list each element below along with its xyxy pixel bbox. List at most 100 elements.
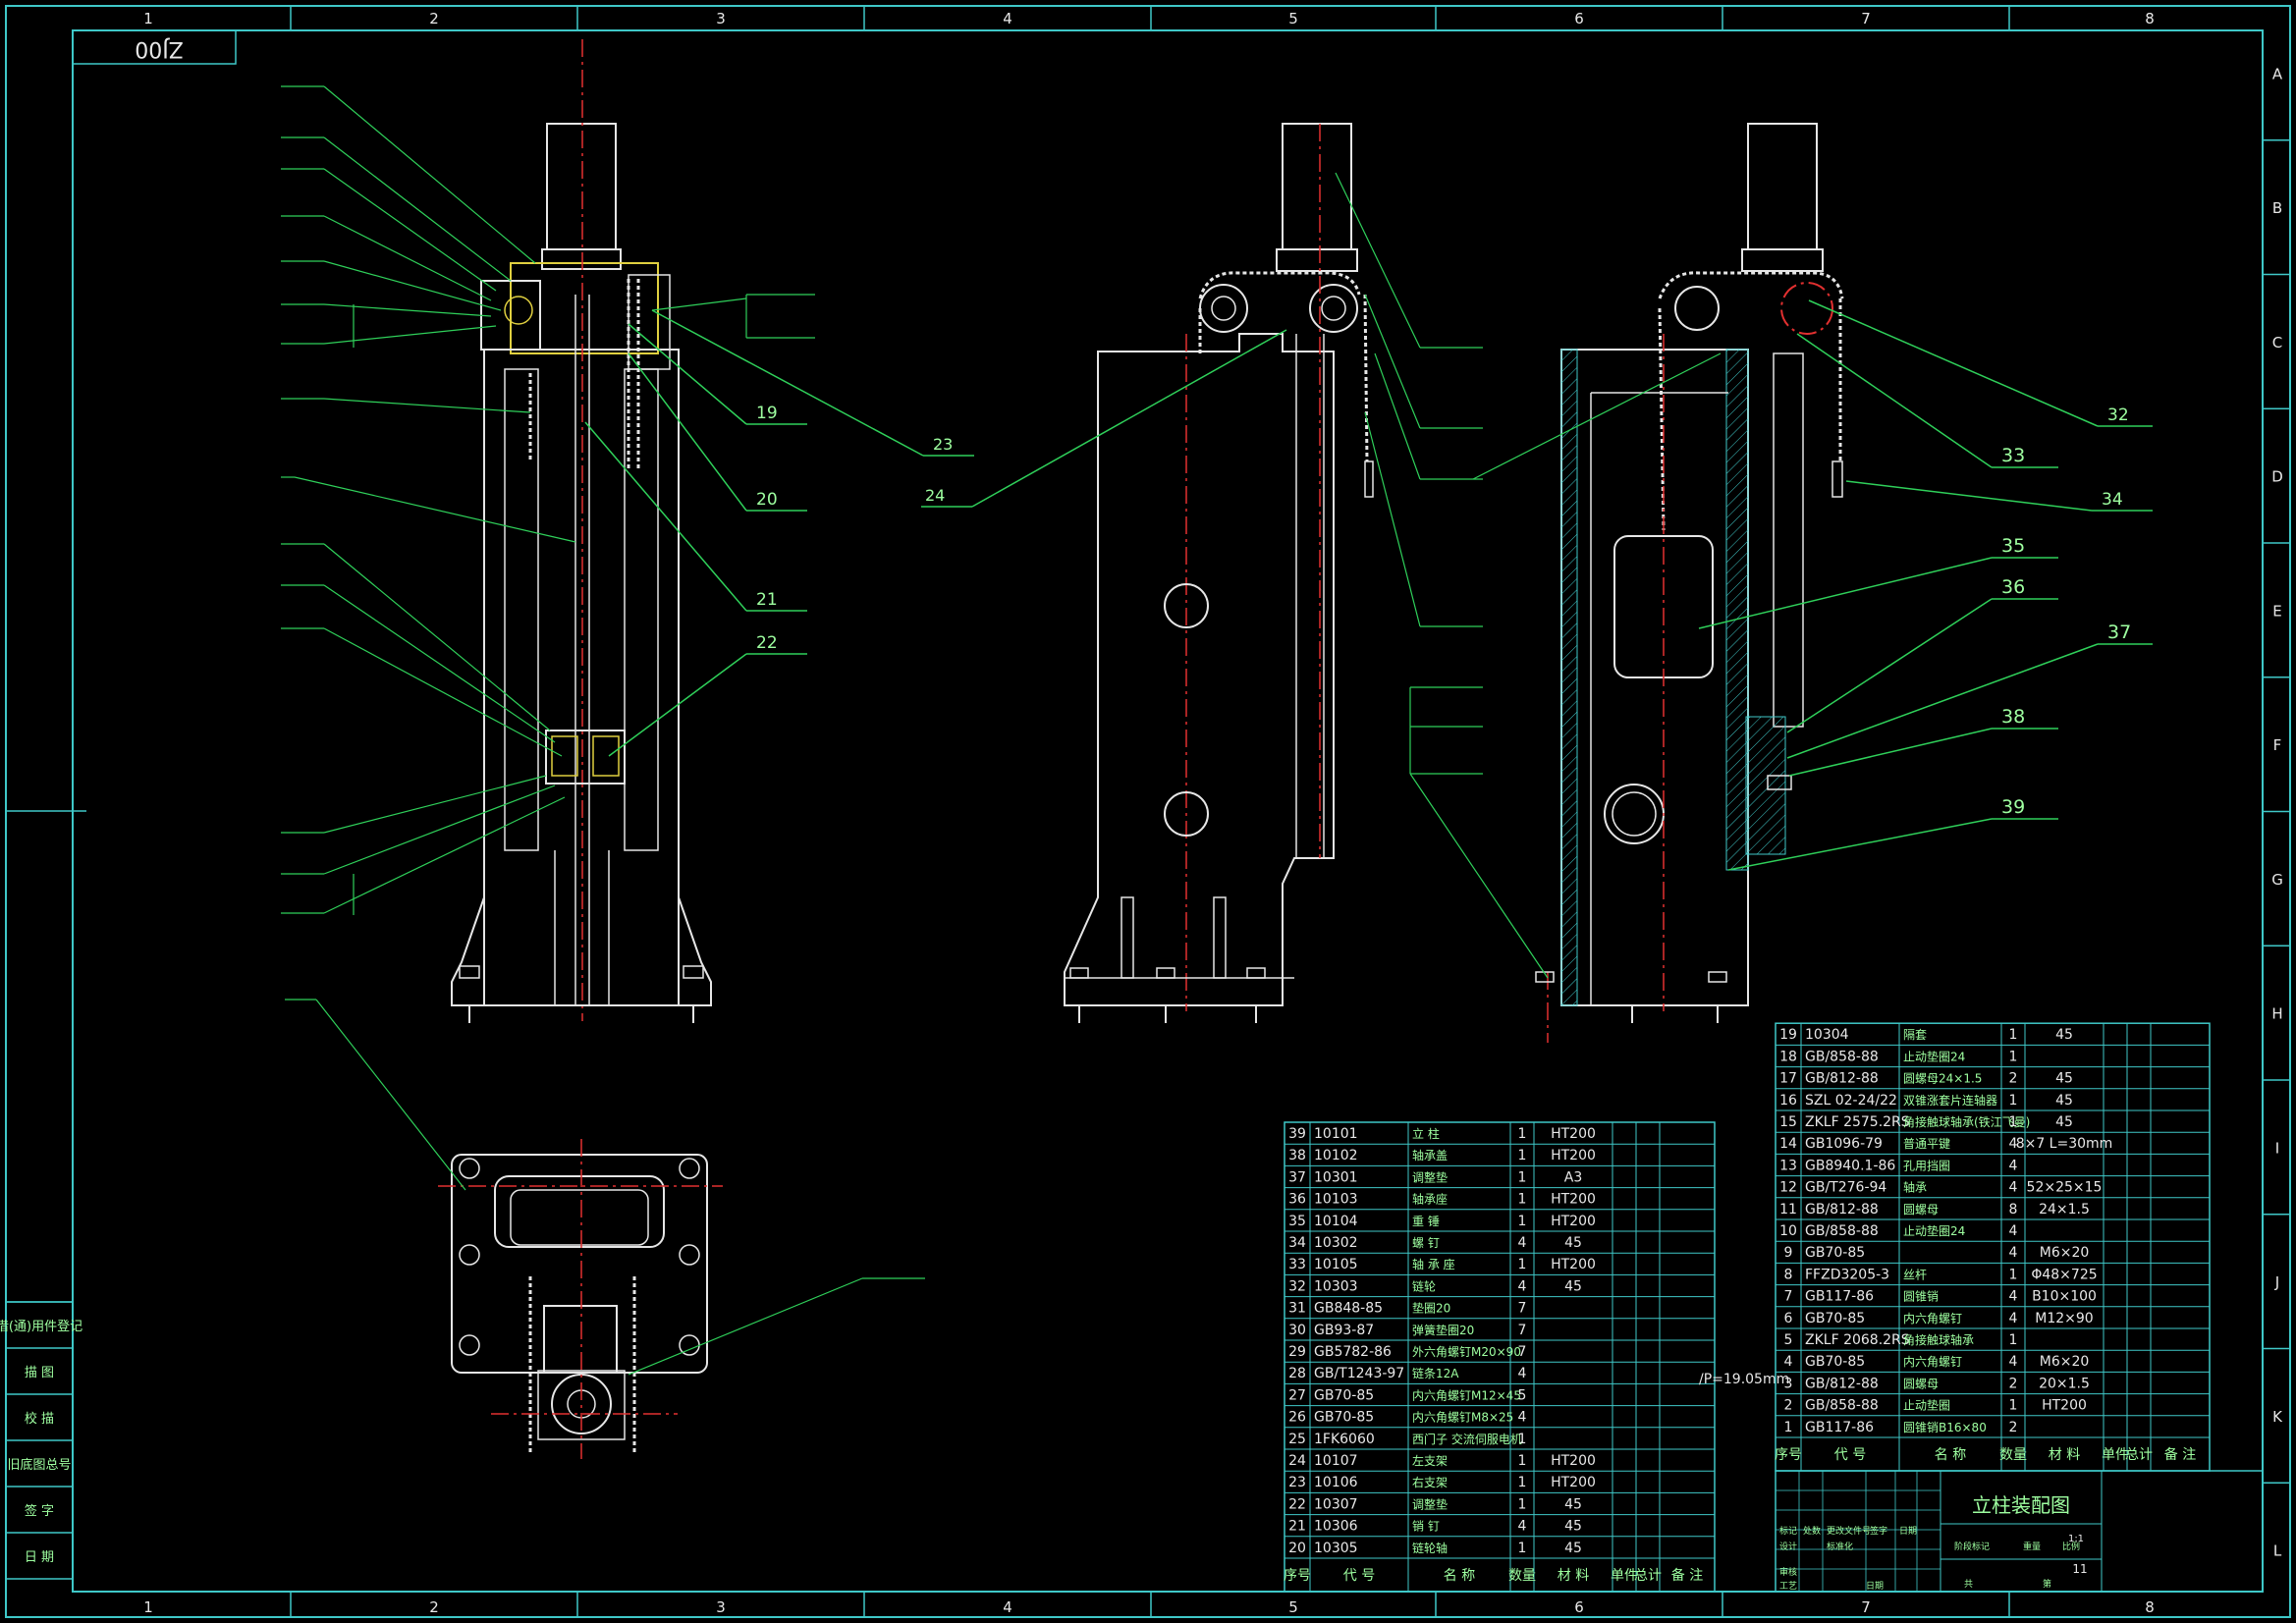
bom-left-cell: GB93-87 [1314, 1323, 1374, 1338]
bom-left-cell: 调整垫 [1412, 1496, 1448, 1511]
bom-left-cell: 10307 [1314, 1496, 1358, 1512]
bom-left-cell: 10105 [1314, 1257, 1358, 1272]
bom-right-cell: 1 [2009, 1398, 2018, 1414]
bom-left-cell: 27 [1288, 1387, 1306, 1403]
bom-left-cell: 10101 [1314, 1126, 1358, 1142]
bom-right-cell: 1 [2009, 1114, 2018, 1130]
bom-right-header: 总计 [2125, 1447, 2153, 1463]
bom-right-header: 单件 [2102, 1447, 2129, 1463]
bom-left-cell: 34 [1288, 1235, 1306, 1251]
bom-left-cell: 1 [1518, 1214, 1527, 1229]
bom-right-cell: 止动垫圈24 [1903, 1049, 1965, 1063]
bom-left-cell: 29 [1288, 1344, 1306, 1360]
balloon-32: 32 [2107, 406, 2129, 425]
bom-left-cell: 链轮 [1412, 1278, 1436, 1293]
bom-left-cell: 链条12A [1412, 1366, 1459, 1380]
bom-right-cell: 4 [2009, 1158, 2018, 1173]
bom-right-cell: 普通平键 [1903, 1137, 1950, 1151]
bom-left-cell: 1 [1518, 1541, 1527, 1556]
title-block-label: 标准化 [1827, 1541, 1853, 1552]
zone-row-label: A [2272, 65, 2283, 82]
bom-left-cell: 1 [1518, 1496, 1527, 1512]
signature-strip-label: 借(通)用件登记 [0, 1320, 82, 1334]
bom-left-cell: 10107 [1314, 1453, 1358, 1469]
bom-left-header: 代 号 [1343, 1568, 1375, 1584]
title-block-label: 重量 [2023, 1541, 2041, 1552]
bom-left-cell: 24 [1288, 1453, 1306, 1469]
balloon-20: 20 [756, 490, 778, 510]
drawing-code: ZJ00 [135, 36, 184, 61]
title-block-label: 设计 [1779, 1541, 1797, 1552]
bom-right-cell: 4 [2009, 1245, 2018, 1261]
bom-left-cell: 37 [1288, 1169, 1306, 1185]
bom-right-cell: 45 [2055, 1114, 2073, 1130]
bom-left-cell: 轴承盖 [1412, 1148, 1448, 1163]
bom-left-cell: 左支架 [1412, 1453, 1448, 1468]
bom-right-cell: 隔套 [1903, 1028, 1927, 1042]
bom-left-cell: 10301 [1314, 1169, 1358, 1185]
front-section-view [451, 39, 712, 1023]
bom-left-cell: 26 [1288, 1410, 1306, 1426]
bom-left-header: 单件 [1611, 1568, 1638, 1584]
bom-left-cell: 21 [1288, 1519, 1306, 1535]
zone-row-label: E [2272, 602, 2281, 620]
bom-right-cell: HT200 [2042, 1398, 2087, 1414]
side-section-view [1535, 123, 1844, 1043]
bom-left-cell: 1 [1518, 1475, 1527, 1490]
bom-left-cell: 31 [1288, 1301, 1306, 1317]
zone-column-label: 7 [1861, 1598, 1871, 1616]
bom-right-cell: 内六角螺钉 [1903, 1355, 1962, 1369]
bom-left-cell: 立 柱 [1412, 1126, 1440, 1141]
bom-left-cell: 链轮轴 [1412, 1541, 1448, 1555]
bom-right-cell: 4 [1784, 1354, 1793, 1370]
bom-right-cell: GB/858-88 [1805, 1398, 1879, 1414]
signature-strip-label: 校 描 [25, 1411, 54, 1427]
bom-left-cell: 39 [1288, 1126, 1306, 1142]
zone-row-label: L [2273, 1542, 2282, 1560]
bom-left-cell: 1 [1518, 1192, 1527, 1208]
bom-left-cell: 10104 [1314, 1214, 1358, 1229]
zone-column-label: 1 [143, 10, 153, 27]
title-block-label: 处数 [1803, 1525, 1821, 1537]
zone-column-label: 3 [716, 10, 726, 27]
bom-right-cell: 3 [1784, 1376, 1793, 1391]
bom-left-cell: 10103 [1314, 1192, 1358, 1208]
balloon-39: 39 [2001, 796, 2025, 818]
bom-right-cell: GB1096-79 [1805, 1136, 1883, 1152]
bom-right-cell: 24×1.5 [2039, 1202, 2090, 1217]
zone-row-label: H [2271, 1005, 2282, 1023]
bom-left-cell: GB5782-86 [1314, 1344, 1392, 1360]
bom-right-cell: 9 [1784, 1245, 1793, 1261]
balloon-23: 23 [933, 435, 953, 454]
bom-right-cell: 10 [1779, 1223, 1797, 1239]
bom-left-cell: HT200 [1551, 1126, 1596, 1142]
balloon-19: 19 [756, 404, 778, 423]
bom-left-cell: 垫圈20 [1412, 1301, 1450, 1316]
bom-right-cell: 2 [2009, 1420, 2018, 1435]
bom-left-cell: 1 [1518, 1148, 1527, 1163]
bom-left-cell: 右支架 [1412, 1475, 1448, 1489]
zone-column-label: 5 [1288, 1598, 1298, 1616]
bom-right-cell: GB/812-88 [1805, 1202, 1879, 1217]
zone-row-label: D [2271, 468, 2283, 486]
bom-right-cell: 双锥涨套片连轴器 [1903, 1093, 1997, 1108]
signature-strip-label: 描 图 [25, 1366, 54, 1380]
bom-left-cell: 10303 [1314, 1278, 1358, 1294]
zone-column-label: 1 [143, 1598, 153, 1616]
bom-left-cell: 1 [1518, 1432, 1527, 1447]
signature-strip-label: 签 字 [25, 1503, 54, 1519]
zone-row-label: C [2272, 334, 2282, 352]
bom-right-cell: 角接触球轴承 [1903, 1332, 1974, 1347]
zone-column-label: 2 [429, 1598, 439, 1616]
bom-right-cell: GB70-85 [1805, 1311, 1865, 1326]
bom-left-cell: 西门子 交流伺服电机 [1412, 1432, 1522, 1446]
bom-left-cell: 20 [1288, 1541, 1306, 1556]
bom-right-header: 材 料 [2049, 1447, 2080, 1463]
bom-right-cell: GB/858-88 [1805, 1049, 1879, 1064]
top-view [438, 1139, 723, 1459]
bom-left-cell: 1 [1518, 1453, 1527, 1469]
